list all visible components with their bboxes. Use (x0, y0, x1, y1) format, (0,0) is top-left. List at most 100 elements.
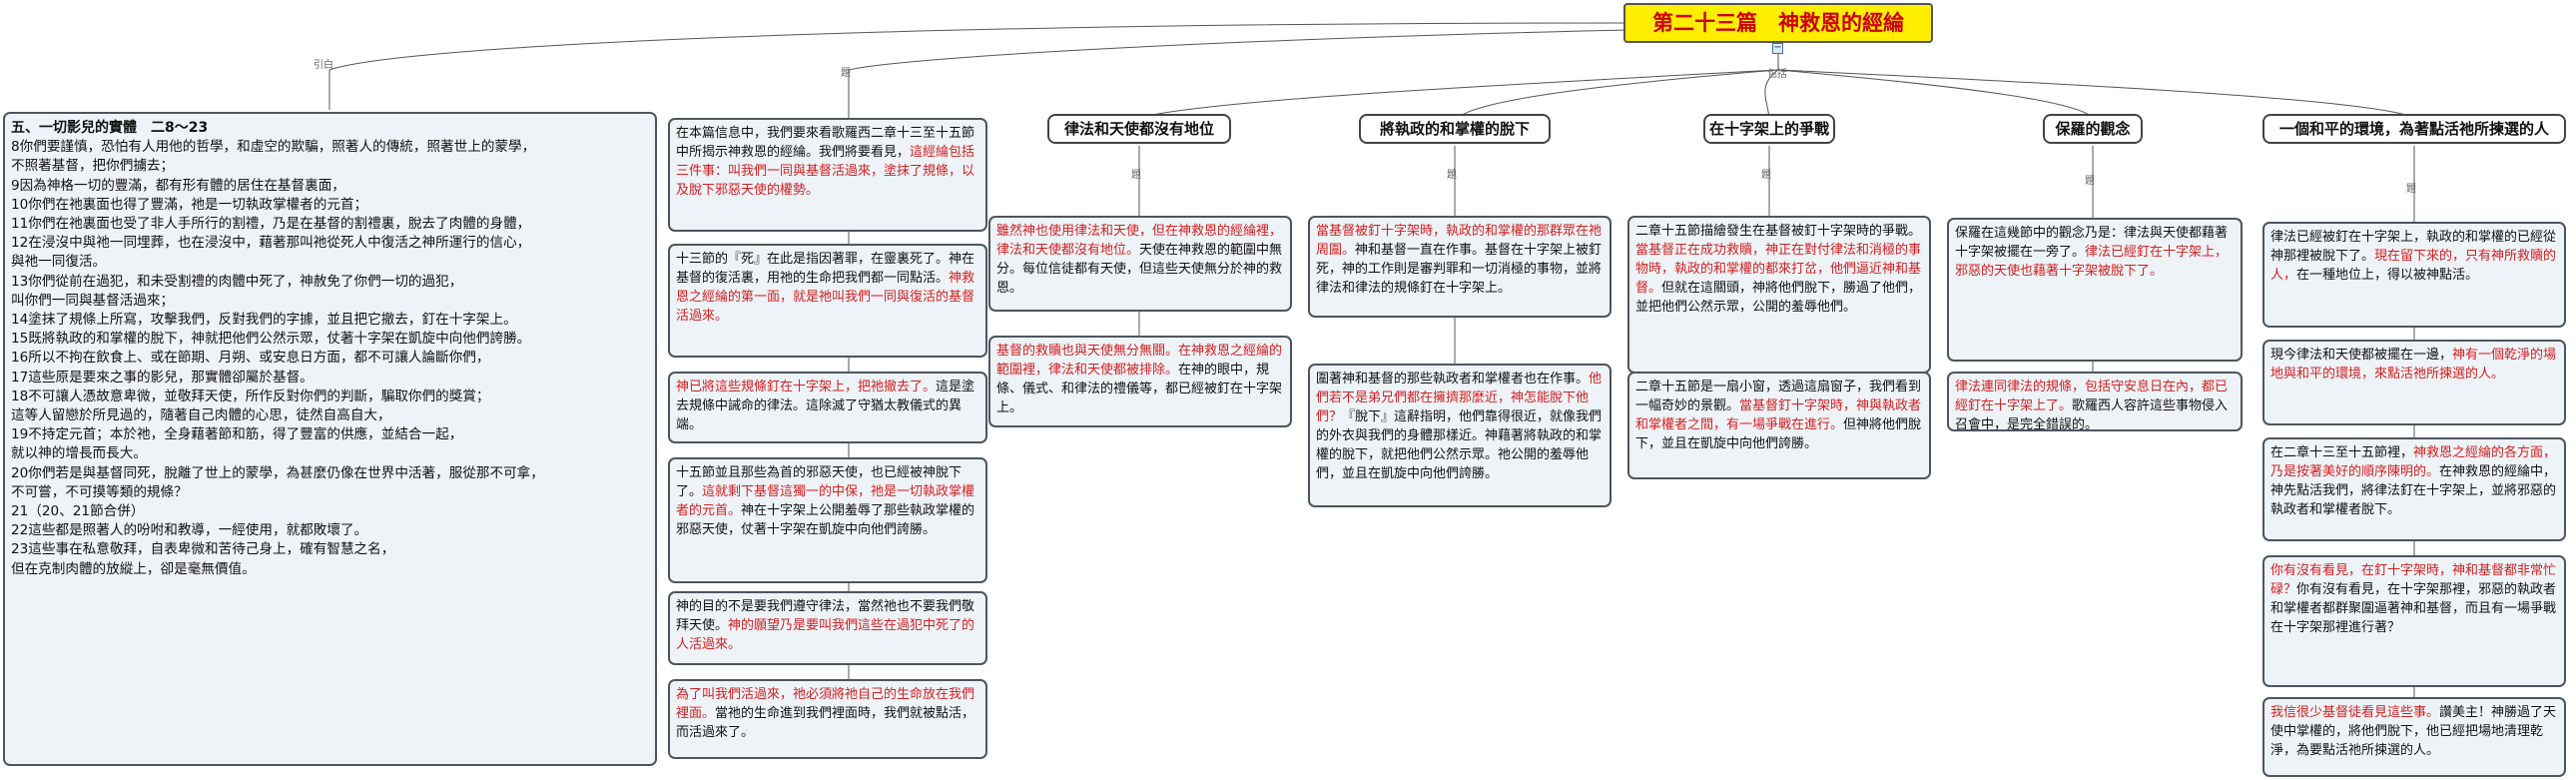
col-intro-note[interactable]: 十三節的『死』在此是指因著罪，在靈裏死了。神在基督的復活裏，用祂的生命把我們都一… (668, 244, 987, 358)
note-text: 神救恩之經綸的各方面，乃是按著美好的順序陳明的。 (2270, 445, 2557, 479)
link-label-yinbai: 引白 (314, 60, 333, 71)
scripture-lines: 8你們要謹慎，恐怕有人用他的哲學，和虛空的欺騙，照著人的傳統，照著世上的蒙學，不… (11, 138, 649, 579)
note-text: 我信很少基督徒看見這些事。 (2270, 705, 2440, 720)
note-text: 在神救恩的經綸中，神先點活我們，將律法釘在十字架上，並將邪惡的執政者和掌權者脫下… (2270, 464, 2557, 517)
col-peace-note[interactable]: 你有沒有看見，在釘十字架時，神和基督都非常忙碌？你有沒有看見，在十字架那裡，邪惡… (2262, 555, 2566, 687)
note-text: 神救恩之經綸的第一面，就是祂叫我們一同與復活的基督活過來。 (676, 271, 975, 324)
note-text: 讚美主！神勝過了天使中掌權的，將他們脫下，他已經把場地清理乾淨，為要點活祂所揀選… (2270, 705, 2557, 758)
scripture-line: 20你們若是與基督同死，脫離了世上的蒙學，為甚麼仍像在世界中活著，服從那不可拿， (11, 464, 544, 481)
collapse-toggle[interactable]: − (1772, 42, 1783, 54)
col-peace-note[interactable]: 在二章十三至十五節裡，神救恩之經綸的各方面，乃是按著美好的順序陳明的。在神救恩的… (2262, 437, 2566, 541)
scripture-line: 11你們在祂裏面也受了非人手所行的割禮，乃是在基督的割禮裏，脫去了肉體的身體， (11, 216, 531, 233)
col-intro-note[interactable]: 十五節並且那些為首的邪惡天使，也已經被神脫下了。這就剩下基督這獨一的中保，祂是一… (668, 457, 987, 583)
note-text: 當基督釘十字架時，神與執政者和掌權者之間，有一場爭戰在進行。 (1635, 398, 1922, 432)
col-strip-note[interactable]: 圍著神和基督的那些執政者和掌權者也在作事。他們若不是弟兄們都在擁擠那麼近，神怎能… (1308, 364, 1611, 507)
note-text: 基督的救贖也與天使無分無關。在神救恩之經綸的範圍裡，律法和天使都被排除。 (996, 344, 1283, 378)
col-law-note[interactable]: 雖然神也使用律法和天使，但在神救恩的經綸裡，律法和天使都沒有地位。天使在神救恩的… (988, 216, 1292, 312)
scripture-line: 23這些事在私意敬拜，自表卑微和苦待己身上，確有智慧之名， (11, 541, 395, 558)
note-text: 十五節並且那些為首的邪惡天使，也已經被神脫下了。 (676, 465, 963, 499)
note-text: 當基督正在成功救贖，神正在對付律法和消極的事物時，執政的和掌權的都來打岔，他們逼… (1635, 243, 1922, 296)
note-text: 你有沒有看見，在十字架那裡，邪惡的執政者和掌權者都群聚圍逼著神和基督，而且有一場… (2270, 582, 2557, 635)
scripture-line: 10你們在祂裏面也得了豐滿，祂是一切執政掌權者的元首； (11, 196, 368, 213)
link-root-scripture (328, 22, 1624, 110)
scripture-line: 16所以不拘在飲食上、或在節期、月朔、或安息日方面，都不可讓人論斷你們， (11, 350, 490, 367)
col-intro-note[interactable]: 神已將這些規條釘在十字架上，把祂撤去了。這是塗去規條中誡命的律法。這除滅了守猶太… (668, 372, 987, 443)
link-root-law (1137, 54, 1779, 119)
col-peace-note[interactable]: 現今律法和天使都被擺在一邊，神有一個乾淨的場地與和平的環境，來點活祂所揀選的人。 (2262, 340, 2566, 425)
note-text: 這就剩下基督這獨一的中保，祂是一切執政掌權者的元首。 (676, 484, 975, 518)
note-text: 天使在神救恩的範圍中無分。每位信徒都有天使，但這些天使無分於神的救恩。 (996, 243, 1283, 296)
scripture-line: 叫你們一同與基督活過來； (11, 292, 175, 309)
note-text: 在一種地位上，得以被神點活。 (2296, 268, 2479, 283)
root-topic[interactable]: 第二十三篇 神救恩的經綸 (1623, 3, 1933, 43)
scripture-line: 9因為神格一切的豐滿，都有形有體的居住在基督裏面， (11, 177, 345, 194)
note-text: 當基督被釘十字架時，執政的和掌權的那群眾在祂周圍。 (1316, 224, 1603, 258)
topic-strip-off[interactable]: 將執政的和掌權的脫下 (1359, 114, 1551, 144)
topic-law-angels[interactable]: 律法和天使都沒有地位 (1047, 114, 1231, 144)
scripture-line: 與祂一同復活。 (11, 254, 107, 271)
scripture-box[interactable]: 五、一切影兒的實體 二8～23 8你們要謹慎，恐怕有人用他的哲學，和虛空的欺騙，… (3, 112, 657, 766)
note-text: 但就在這關頭，神將他們脫下，勝過了他們，並把他們公然示眾，公開的羞辱他們。 (1635, 281, 1922, 315)
col-intro-note[interactable]: 神的目的不是要我們遵守律法，當然祂也不要我們敬拜天使。神的願望乃是要叫我們這些在… (668, 591, 987, 665)
col-intro-note[interactable]: 為了叫我們活過來，祂必須將祂自己的生命放在我們裡面。當祂的生命進到我們裡面時，我… (668, 679, 987, 759)
link-root-strip (1457, 69, 1779, 119)
note-text: 圍著神和基督的那些執政者和掌權者也在作事。 (1316, 372, 1590, 387)
link-root-cross (1764, 69, 1779, 119)
scripture-line: 18不可讓人憑故意卑微，並敬拜天使，所作反對你們的判斷，騙取你們的獎賞； (11, 388, 490, 404)
note-text: 神有一個乾淨的場地與和平的環境，來點活祂所揀選的人。 (2270, 348, 2557, 382)
topic-paul-concept[interactable]: 保羅的觀念 (2043, 114, 2143, 144)
scripture-line: 17這些原是要來之事的影兒，那實體卻屬於基督。 (11, 369, 314, 386)
link-root-paul (1777, 69, 2094, 119)
col-peace-note[interactable]: 我信很少基督徒看見這些事。讚美主！神勝過了天使中掌權的，將他們脫下，他已經把場地… (2262, 697, 2566, 777)
col-cross-note[interactable]: 二章十五節描繪發生在基督被釘十字架時的爭戰。當基督正在成功救贖，神正在對付律法和… (1627, 216, 1931, 374)
note-text: 現在留下來的，只有神所救贖的人， (2270, 249, 2557, 283)
note-text: 在本篇信息中，我們要來看歌羅西二章十三至十五節中所揭示神救恩的經綸。我們將要看見… (676, 126, 975, 160)
scripture-line: 13你們從前在過犯，和未受割禮的肉體中死了，神赦免了你們一切的過犯， (11, 273, 463, 290)
link-label-ti-strip: 題 (1447, 170, 1457, 181)
scripture-line: 19不持定元首；本於祂，全身藉著節和筋，得了豐富的供應，並結合一起， (11, 426, 463, 443)
topic-peace-environment[interactable]: 一個和平的環境，為著點活祂所揀選的人 (2262, 114, 2566, 144)
link-label-baokuo: 包括 (1767, 69, 1787, 80)
note-text: 律法連同律法的規條，包括守安息日在內，都已經釘在十字架上了。 (1955, 380, 2229, 413)
note-text: 律法已經被釘在十字架上，執政的和掌權的已經從神那裡被脫下了。 (2270, 230, 2557, 264)
scripture-line: 12在浸沒中與祂一同埋葬，也在浸沒中，藉著那叫祂從死人中復活之神所運行的信心， (11, 235, 531, 252)
note-text: 你有沒有看見，在釘十字架時，神和基督都非常忙碌？ (2270, 563, 2557, 597)
note-text: 在二章十三至十五節裡， (2270, 445, 2414, 460)
scripture-line: 就以神的增長而長大。 (11, 445, 147, 462)
col-paul-note[interactable]: 律法連同律法的規條，包括守安息日在內，都已經釘在十字架上了。歌羅西人容許這些事物… (1947, 372, 2243, 431)
scripture-line: 這等人留戀於所見過的，隨著自己肉體的心思，徒然自高自大， (11, 407, 391, 424)
scripture-line: 22這些都是照著人的吩咐和教導，一經使用，就都敗壞了。 (11, 522, 368, 539)
col-cross-note[interactable]: 二章十五節是一扇小窗，透過這扇窗子，我們看到一幅奇妙的景觀。當基督釘十字架時，神… (1627, 372, 1931, 479)
note-text: 這經綸包括三件事：叫我們一同與基督活過來，塗抹了規條，以及脫下邪惡天使的權勢。 (676, 145, 975, 198)
col-strip-note[interactable]: 當基督被釘十字架時，執政的和掌權的那群眾在祂周圍。神和基督一直在作事。基督在十字… (1308, 216, 1611, 318)
link-root-intro (848, 29, 1628, 112)
col-paul-note[interactable]: 保羅在這幾節中的觀念乃是：律法與天使都藉著十字架被擺在一旁了。律法已經釘在十字架… (1947, 218, 2243, 362)
col-peace-note[interactable]: 律法已經被釘在十字架上，執政的和掌權的已經從神那裡被脫下了。現在留下來的，只有神… (2262, 222, 2566, 328)
link-root-peace (1777, 69, 2415, 119)
scripture-line: 不可嘗，不可摸等類的規條？ (11, 483, 188, 500)
link-label-ti-law: 題 (1131, 170, 1141, 181)
col-intro-note[interactable]: 在本篇信息中，我們要來看歌羅西二章十三至十五節中所揭示神救恩的經綸。我們將要看見… (668, 118, 987, 232)
link-label-ti-cross: 題 (1761, 170, 1771, 181)
link-label-ti: 題 (841, 68, 851, 79)
scripture-line: 但在克制肉體的放縱上，卻是毫無價值。 (11, 560, 256, 577)
note-text: 二章十五節描繪發生在基督被釘十字架時的爭戰。 (1635, 224, 1922, 239)
note-text: 他們若不是弟兄們都在擁擠那麼近，神怎能脫下他們？ (1316, 372, 1603, 424)
note-text: 神和基督一直在作事。基督在十字架上被釘死，神的工作則是審判罪和一切消極的事物，並… (1316, 243, 1603, 296)
note-text: 神在十字架上公開羞辱了那些執政掌權的邪惡天使，仗著十字架在凱旋中向他們誇勝。 (676, 503, 975, 537)
scripture-line: 15既將執政的和掌權的脫下，神就把他們公然示眾，仗著十字架在凱旋中向他們誇勝。 (11, 331, 531, 348)
scripture-line: 21（20、21節合併） (11, 503, 145, 520)
note-text: 但神將他們脫下，並且在凱旋中向他們誇勝。 (1635, 417, 1922, 451)
note-text: 保羅在這幾節中的觀念乃是：律法與天使都藉著十字架被擺在一旁了。 (1955, 226, 2229, 260)
note-text: 二章十五節是一扇小窗，透過這扇窗子，我們看到一幅奇妙的景觀。 (1635, 380, 1922, 413)
link-label-ti-peace: 題 (2406, 184, 2416, 195)
note-text: 律法已經釘在十字架上，邪惡的天使也藉著十字架被脫下了。 (1955, 245, 2229, 279)
note-text: 雖然神也使用律法和天使， (996, 224, 1153, 239)
note-text: 『脫下』這辭指明，他們靠得很近，就像我們的外衣與我們的身體那樣近。神藉著將執政的… (1316, 409, 1603, 481)
link-label-ti-paul: 題 (2085, 176, 2095, 187)
col-law-note[interactable]: 基督的救贖也與天使無分無關。在神救恩之經綸的範圍裡，律法和天使都被排除。在神的眼… (988, 336, 1292, 427)
note-text: 為了叫我們活過來，祂必須將祂自己的生命放在我們裡面。 (676, 687, 975, 721)
topic-battle-cross[interactable]: 在十字架上的爭戰 (1703, 114, 1835, 144)
note-text: 但在神救恩的經綸裡，律法和天使都沒有地位。 (996, 224, 1283, 258)
note-text: 神的願望乃是要叫我們這些在過犯中死了的人活過來。 (676, 618, 975, 652)
